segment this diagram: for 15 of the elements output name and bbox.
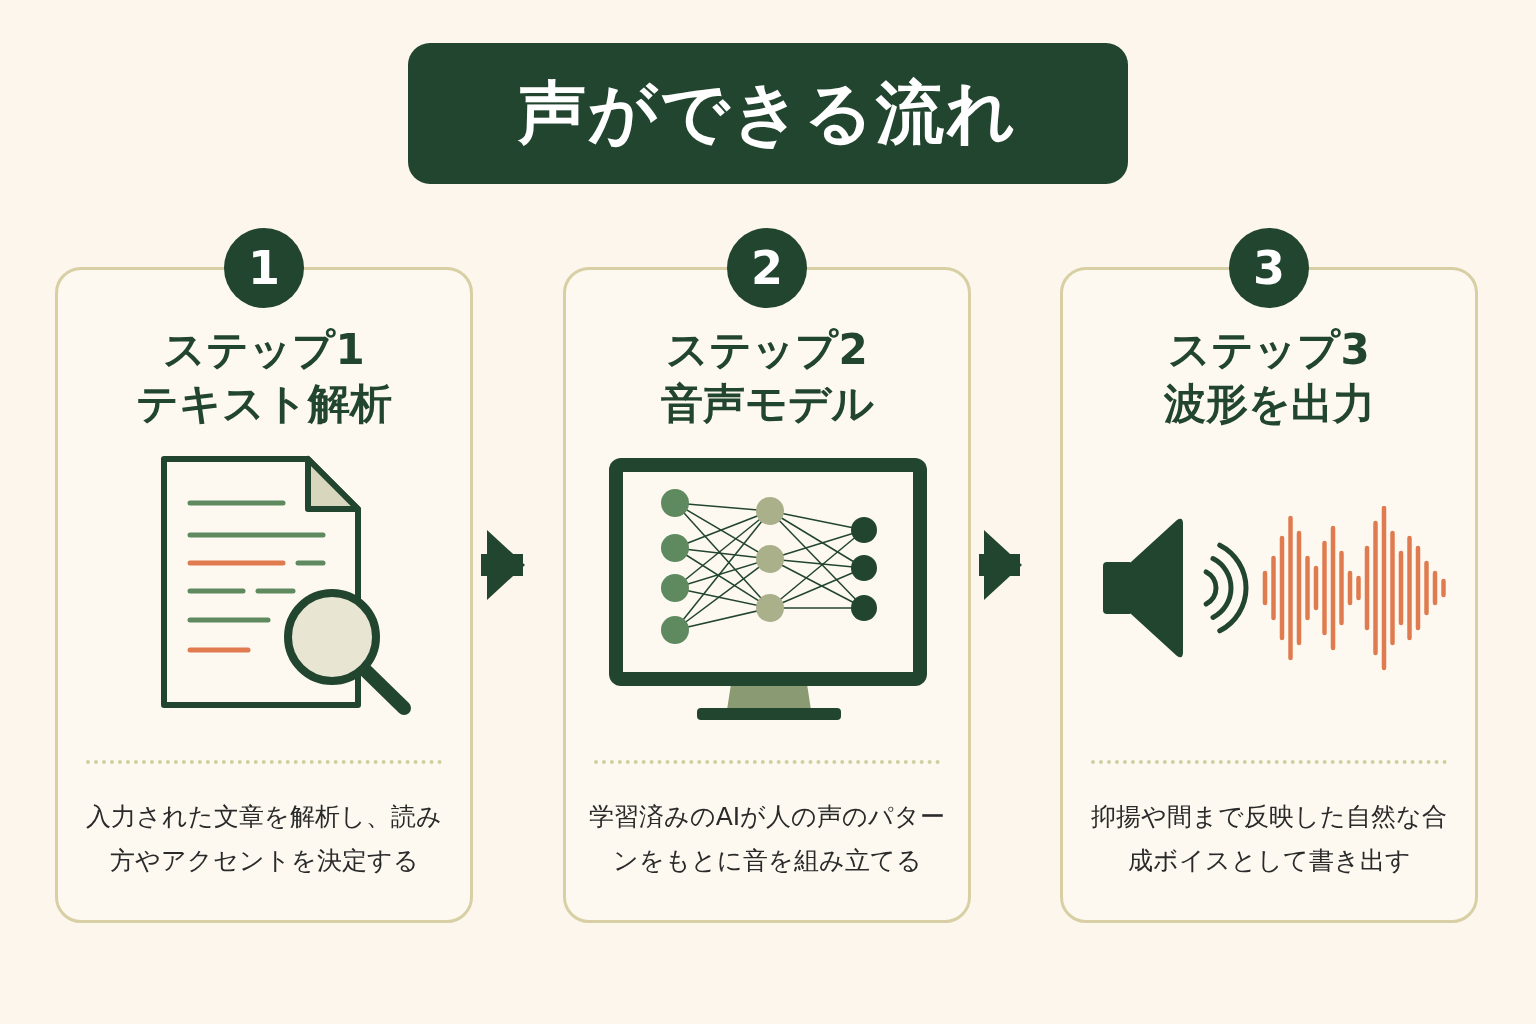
arrow: [979, 530, 1022, 600]
step-description: 入力された文章を解析し、読み方やアクセントを決定する: [85, 801, 443, 877]
step-description: 抑揚や間まで反映した自然な合成ボイスとして書き出す: [1090, 801, 1448, 877]
arrow: [481, 530, 525, 600]
step-label: ステップ3: [1167, 324, 1371, 376]
step-number-badge: 1: [224, 228, 304, 308]
title-banner: 声ができる流れ: [408, 43, 1128, 184]
step-title: 波形を出力: [1162, 378, 1376, 430]
step-number-badge: 2: [727, 228, 807, 308]
step-description: 学習済みのAIが人の声のパターンをもとに音を組み立てる: [587, 801, 947, 877]
step-title: テキスト解析: [135, 378, 393, 430]
step-number-badge: 3: [1229, 228, 1309, 308]
step-title: 音声モデル: [659, 378, 875, 430]
step-label: ステップ1: [162, 324, 366, 376]
step-label: ステップ2: [665, 324, 869, 376]
